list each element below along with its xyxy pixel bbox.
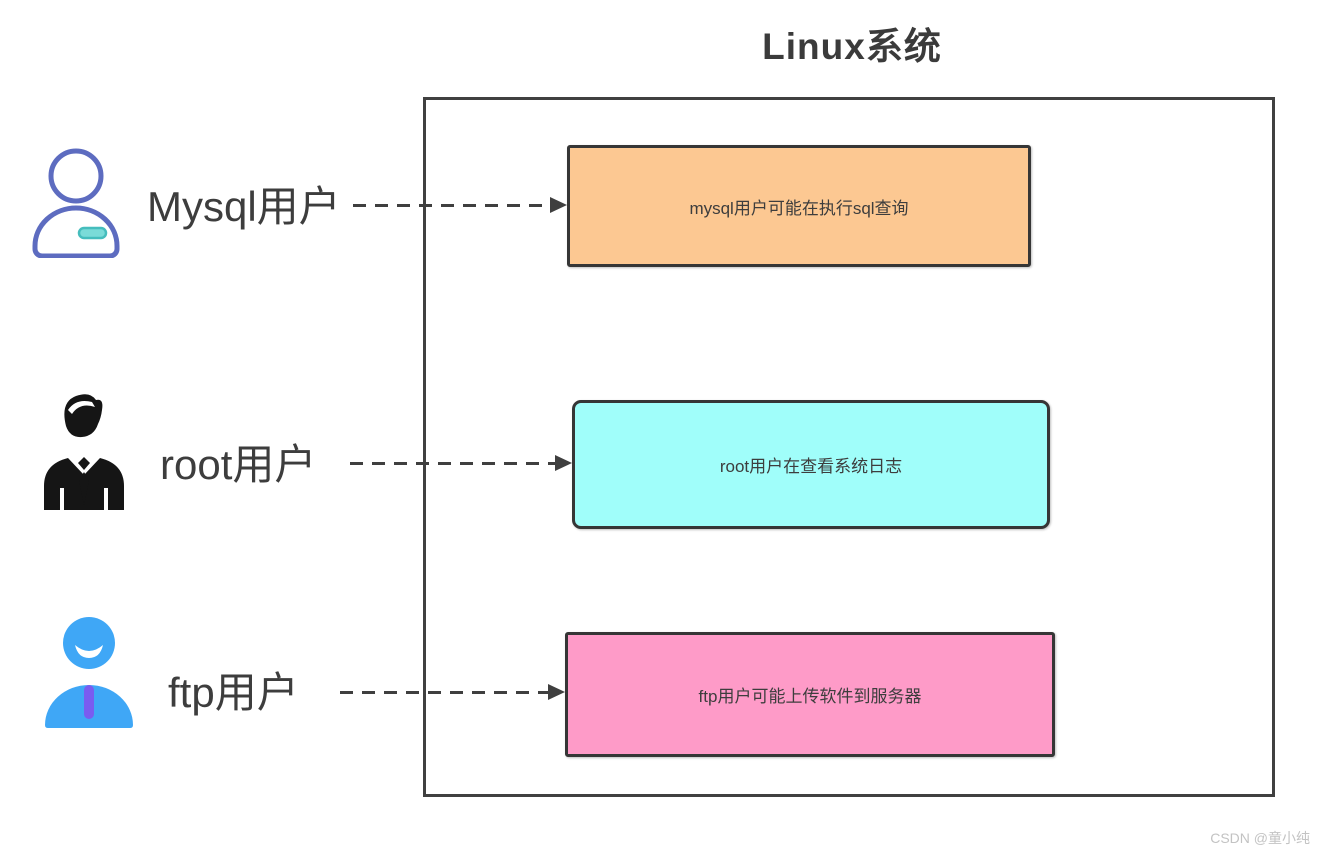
- person-outline-icon: [26, 146, 126, 263]
- arrow-ftp: [340, 684, 565, 700]
- task-box-ftp-text: ftp用户可能上传软件到服务器: [698, 687, 922, 706]
- arrow-mysql: [353, 197, 567, 213]
- watermark: CSDN @童小纯: [1210, 830, 1310, 846]
- user-label-mysql: Mysql用户: [147, 183, 341, 230]
- diagram-title: Linux系统: [762, 26, 942, 67]
- task-box-mysql: mysql用户可能在执行sql查询: [567, 145, 1031, 267]
- user-label-root: root用户: [160, 441, 317, 488]
- person-filled-icon: [37, 613, 141, 738]
- task-box-root-text: root用户在查看系统日志: [719, 457, 903, 476]
- task-box-mysql-text: mysql用户可能在执行sql查询: [689, 198, 909, 218]
- user-label-ftp: ftp用户: [168, 669, 299, 716]
- task-box-root: root用户在查看系统日志: [572, 400, 1050, 529]
- businessman-icon: [38, 392, 130, 517]
- arrow-root: [350, 455, 572, 471]
- task-box-ftp: ftp用户可能上传软件到服务器: [565, 632, 1055, 757]
